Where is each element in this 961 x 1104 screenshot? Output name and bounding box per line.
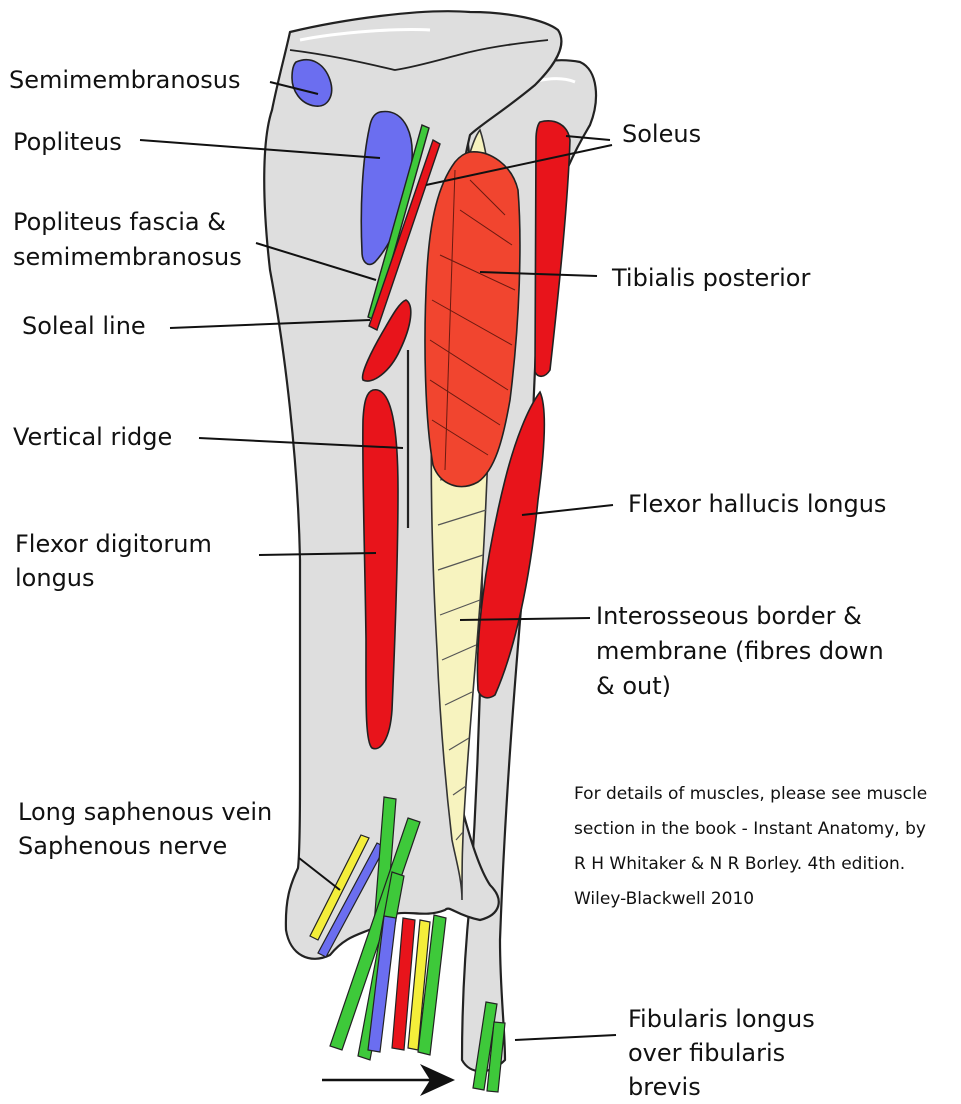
label-fibularis-line2: over fibularis (628, 1039, 785, 1067)
credit-line1: For details of muscles, please see muscl… (574, 784, 927, 804)
label-semimembranosus: Semimembranosus (9, 66, 241, 94)
label-saphenous-line2: Saphenous nerve (18, 832, 227, 860)
label-fibularis-line1: Fibularis longus (628, 1005, 815, 1033)
soleus-fibula-attachment (535, 121, 570, 376)
label-soleal-line: Soleal line (22, 312, 146, 340)
label-interosseous-line2: membrane (fibres down (596, 637, 884, 665)
leader-fibularis (515, 1035, 616, 1040)
label-tibialis-posterior: Tibialis posterior (611, 264, 810, 292)
label-soleus: Soleus (622, 120, 701, 148)
label-vertical-ridge: Vertical ridge (13, 423, 172, 451)
credit-line3: R H Whitaker & N R Borley. 4th edition. (574, 854, 905, 874)
label-popliteus: Popliteus (13, 128, 122, 156)
label-interosseous-line1: Interosseous border & (596, 602, 862, 630)
label-flexor-hallucis-longus: Flexor hallucis longus (628, 490, 886, 518)
credit-line2: section in the book - Instant Anatomy, b… (574, 819, 926, 839)
label-fibularis-line3: brevis (628, 1073, 701, 1101)
label-saphenous-line1: Long saphenous vein (18, 798, 272, 826)
label-popliteus-fascia-line2: semimembranosus (13, 243, 242, 271)
label-flexor-digitorum-longus-line2: longus (15, 564, 95, 592)
credit-line4: Wiley-Blackwell 2010 (574, 889, 754, 909)
label-interosseous-line3: & out) (596, 672, 671, 700)
label-flexor-digitorum-longus-line1: Flexor digitorum (15, 530, 212, 558)
flexor-digitorum-longus-muscle (363, 390, 398, 749)
label-popliteus-fascia-line1: Popliteus fascia & (13, 208, 226, 236)
